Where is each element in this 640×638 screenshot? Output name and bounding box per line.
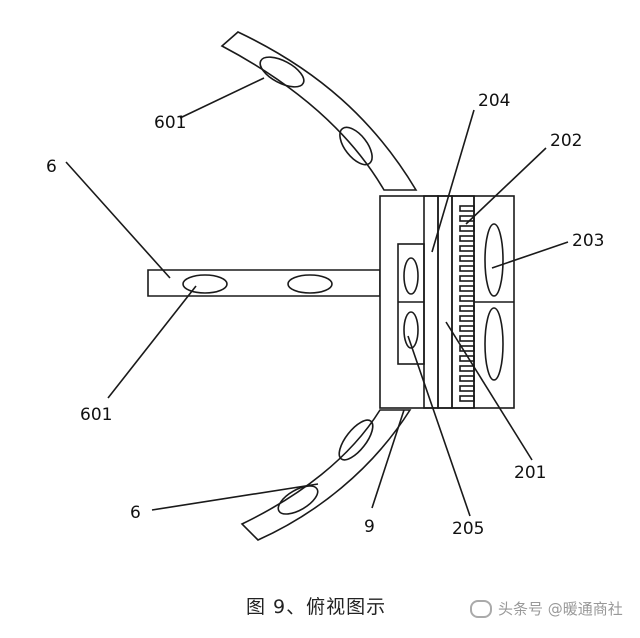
label-601-bottom: 601 bbox=[80, 405, 112, 425]
wechat-icon bbox=[470, 599, 492, 618]
label-601-top: 601 bbox=[154, 113, 186, 133]
lower-strap-hole-1 bbox=[338, 419, 374, 461]
label-6-left: 6 bbox=[46, 157, 57, 177]
watermark: 头条号 @暖通商社 bbox=[470, 598, 623, 619]
lower-strap bbox=[240, 409, 412, 541]
top-view-diagram: 601 6 601 6 9 204 202 203 201 205 bbox=[46, 31, 604, 541]
label-203: 203 bbox=[572, 231, 604, 251]
label-204: 204 bbox=[478, 91, 510, 111]
label-205: 205 bbox=[452, 519, 484, 539]
horizontal-strap-hole-2 bbox=[287, 274, 333, 294]
upper-strap-hole-1 bbox=[259, 56, 305, 88]
leader-lines bbox=[65, 77, 569, 517]
label-9: 9 bbox=[364, 517, 375, 537]
horizontal-strap-hole-1 bbox=[182, 274, 228, 294]
label-201: 201 bbox=[514, 463, 546, 483]
watermark-text: 头条号 @暖通商社 bbox=[498, 600, 623, 618]
lower-strap-hole-2 bbox=[277, 485, 319, 515]
housing bbox=[379, 195, 515, 409]
label-202: 202 bbox=[550, 131, 582, 151]
upper-strap-hole-2 bbox=[339, 126, 373, 166]
upper-strap bbox=[220, 31, 418, 191]
figure-caption: 图 9、俯视图示 bbox=[246, 596, 387, 618]
horizontal-strap bbox=[147, 269, 381, 297]
label-6-bottom: 6 bbox=[130, 503, 141, 523]
